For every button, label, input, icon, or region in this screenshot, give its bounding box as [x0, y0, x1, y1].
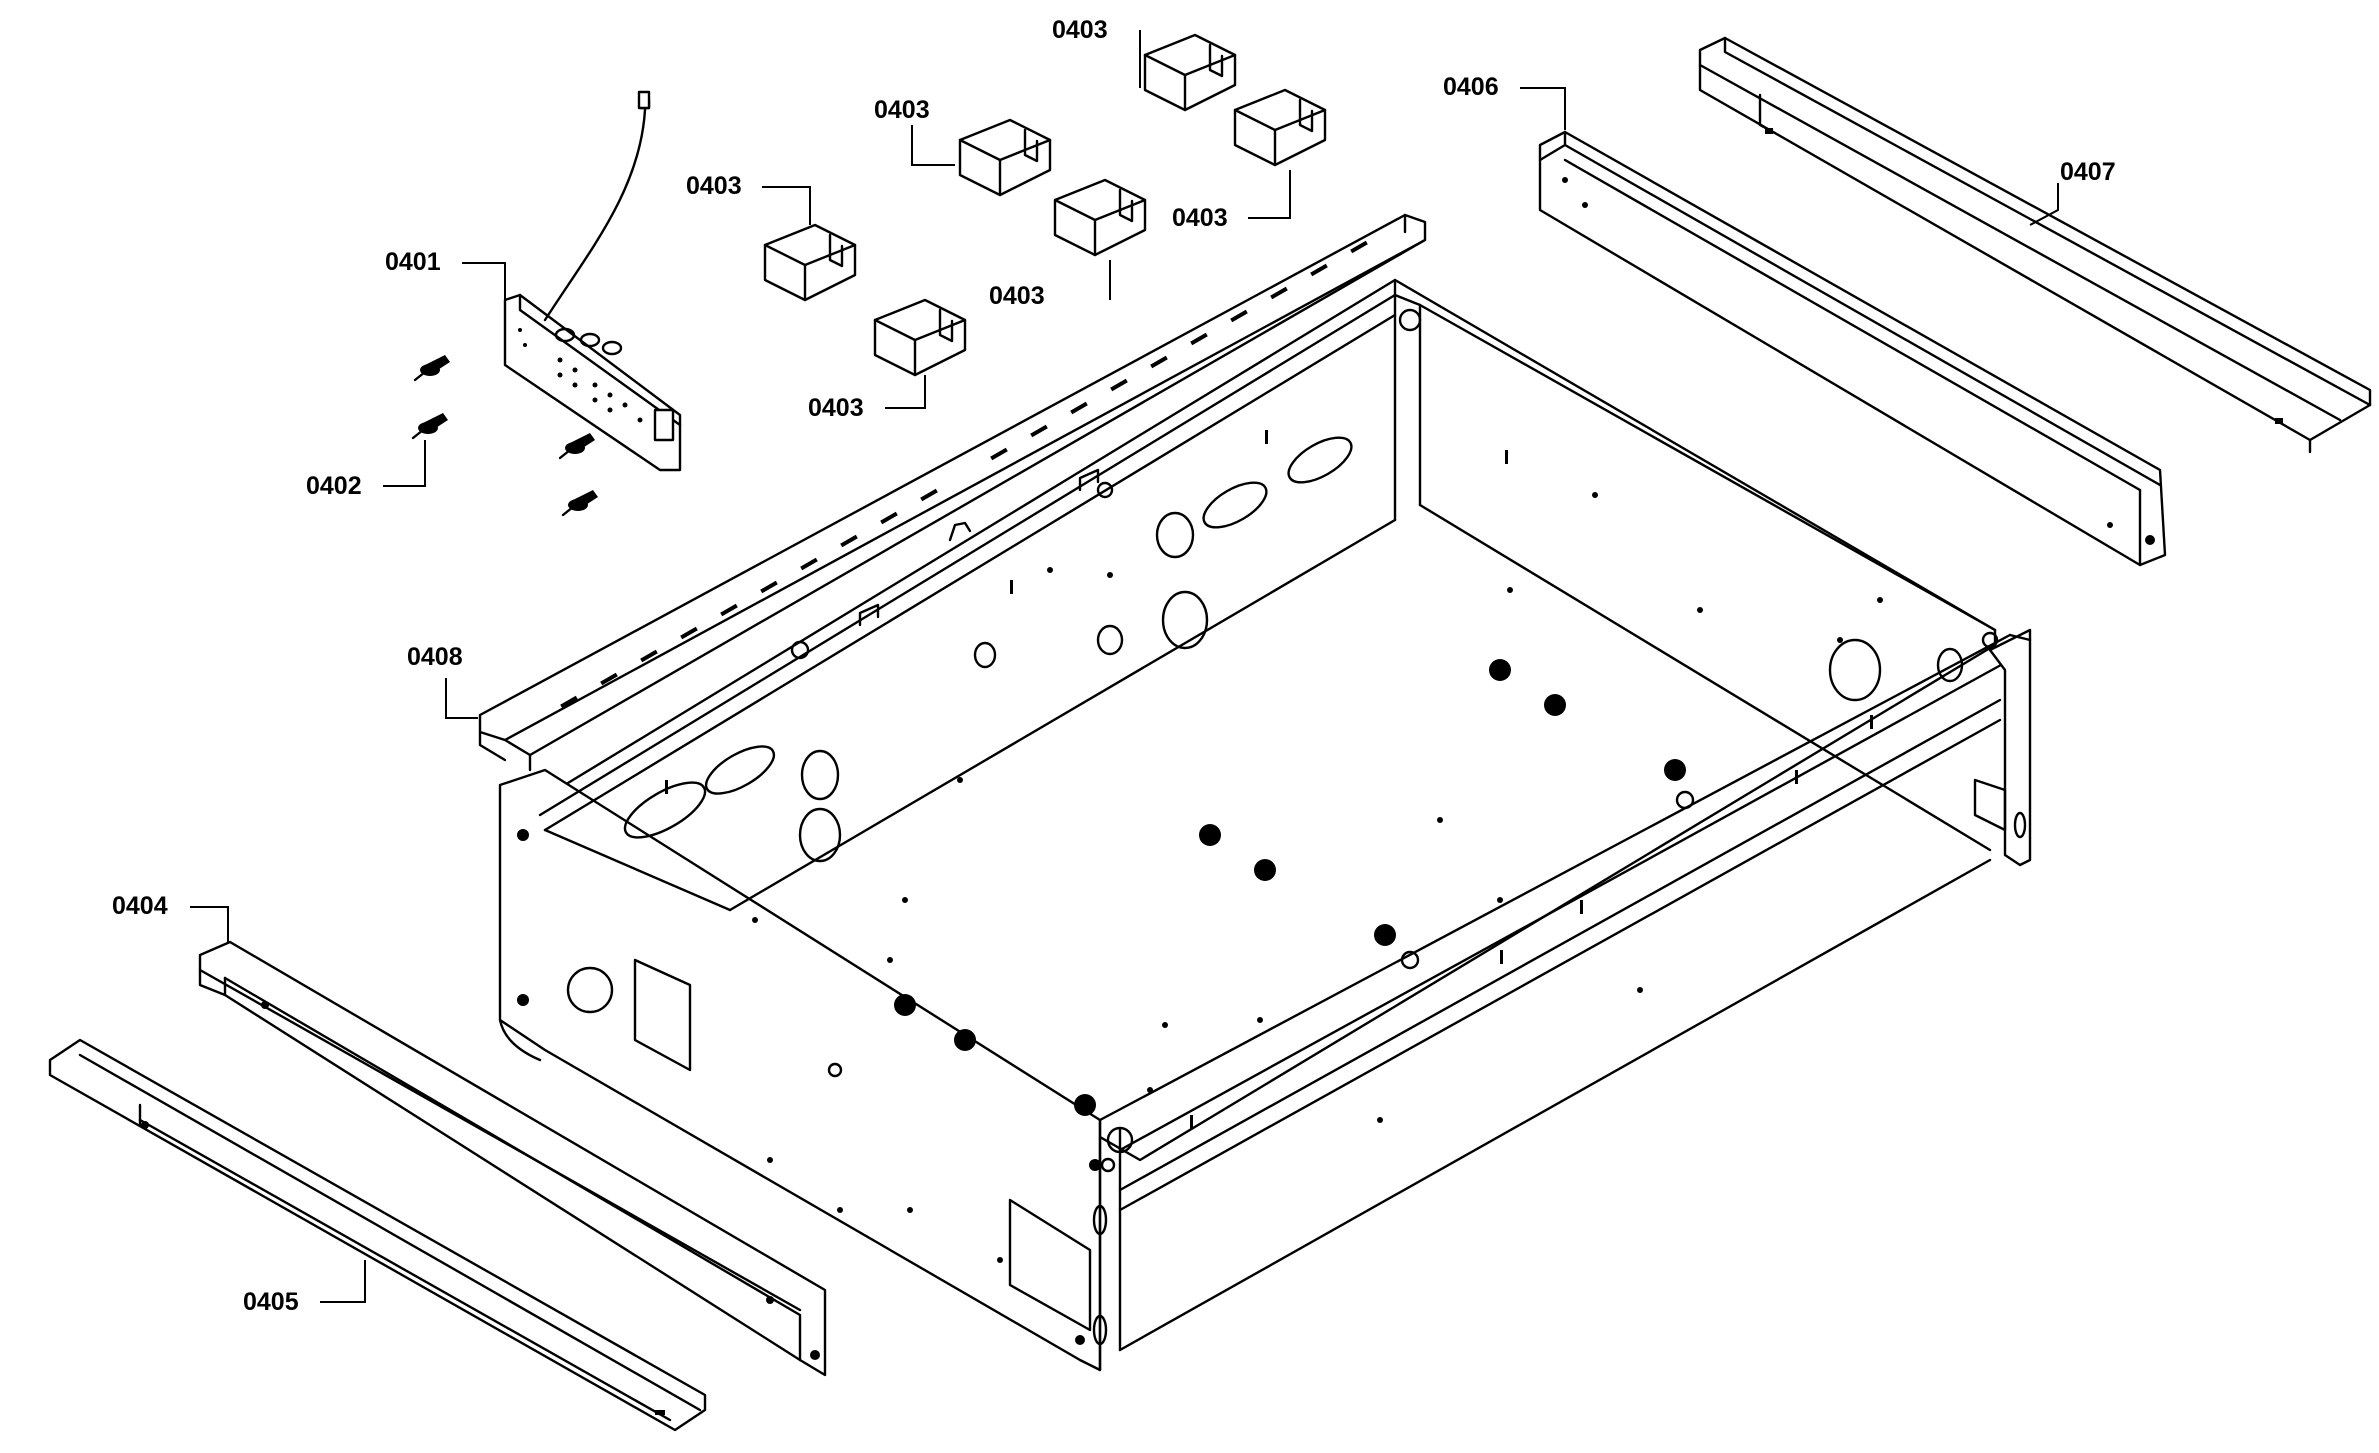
- label-0403-a: 0403: [686, 172, 742, 200]
- label-0407: 0407: [2060, 158, 2116, 186]
- label-0403-e: 0403: [989, 282, 1045, 310]
- label-0406: 0406: [1443, 73, 1499, 101]
- trim-bar-0406: [1538, 130, 2167, 567]
- circuit-board-0401: [503, 90, 682, 472]
- trim-0405: [48, 1038, 707, 1432]
- block-e: [1143, 33, 1237, 112]
- label-0403-d: 0403: [1172, 204, 1228, 232]
- leader-lines: [190, 30, 2059, 1303]
- label-0405: 0405: [243, 1288, 299, 1316]
- label-0403-c: 0403: [1052, 16, 1108, 44]
- channel-0407: [1698, 36, 2372, 454]
- block-c: [958, 118, 1052, 197]
- label-0404: 0404: [112, 892, 168, 920]
- blocks-0403: [763, 33, 1327, 377]
- label-0408: 0408: [407, 643, 463, 671]
- label-0402: 0402: [306, 472, 362, 500]
- block-f: [1233, 88, 1327, 167]
- block-b: [873, 298, 967, 377]
- block-a: [763, 223, 857, 302]
- bracket-0404: [198, 940, 827, 1377]
- screws-0402: [411, 355, 598, 517]
- label-0401: 0401: [385, 248, 441, 276]
- label-0403-b: 0403: [874, 96, 930, 124]
- label-0403-f: 0403: [808, 394, 864, 422]
- block-d: [1053, 178, 1147, 257]
- chassis-box: [498, 278, 2032, 1372]
- rail-0408: [478, 213, 1427, 772]
